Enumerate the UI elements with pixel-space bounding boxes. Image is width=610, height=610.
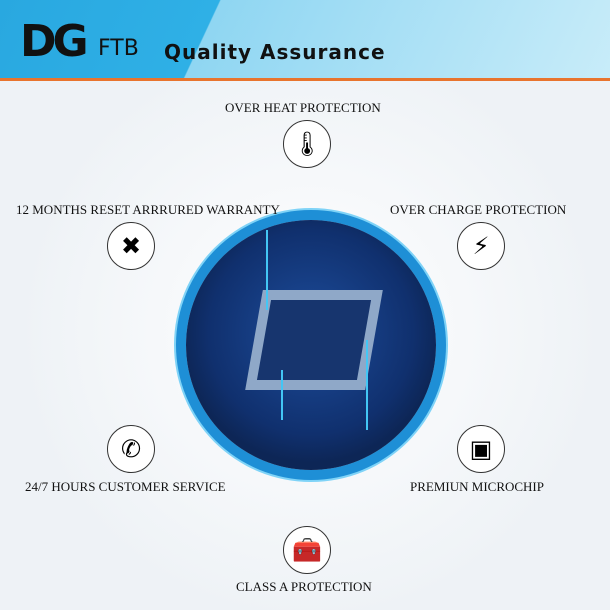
feature-label-customer-service: 24/7 HOURS CUSTOMER SERVICE bbox=[25, 479, 226, 494]
microchip-illustration bbox=[186, 220, 436, 470]
feature-label-warranty: 12 MONTHS RESET ARRRURED WARRANTY bbox=[16, 202, 280, 217]
charger-icon: ⚡ bbox=[457, 222, 505, 270]
brand-logo: DG bbox=[20, 16, 89, 67]
circuit-line bbox=[366, 340, 368, 430]
toolbox-icon: 🧰 bbox=[283, 526, 331, 574]
feature-label-overcharge: OVER CHARGE PROTECTION bbox=[390, 202, 567, 217]
feature-label-overheat: OVER HEAT PROTECTION bbox=[225, 100, 381, 115]
phone-icon: ✆ bbox=[107, 425, 155, 473]
circuit-line bbox=[281, 370, 283, 420]
feature-label-microchip: PREMIUN MICROCHIP bbox=[410, 479, 544, 494]
thermometer-icon: 🌡 bbox=[283, 120, 331, 168]
header-banner: DG FTB Quality Assurance bbox=[0, 0, 610, 81]
feature-label-class-a: CLASS A PROTECTION bbox=[236, 579, 372, 594]
tools-icon: ✖ bbox=[107, 222, 155, 270]
microchip-icon: ▣ bbox=[457, 425, 505, 473]
page-title: Quality Assurance bbox=[164, 40, 386, 64]
brand-name: FTB bbox=[98, 36, 139, 61]
circuit-line bbox=[266, 230, 268, 310]
